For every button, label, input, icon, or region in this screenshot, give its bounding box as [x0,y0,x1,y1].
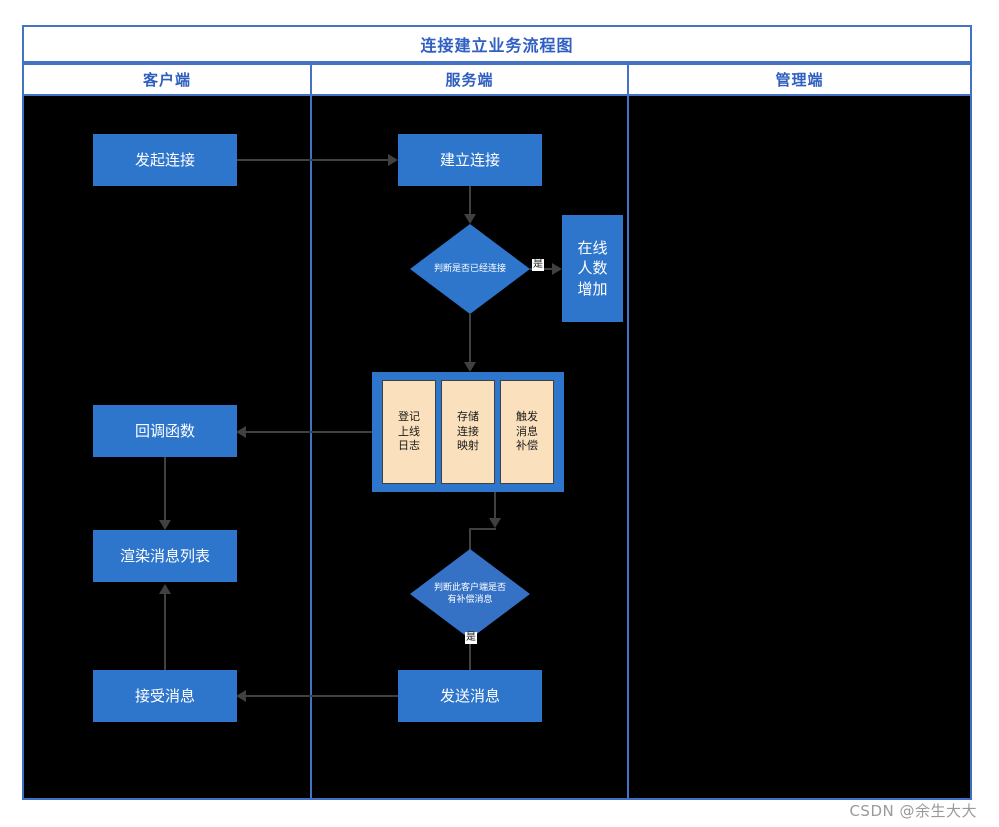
lane-divider-server-admin [627,96,629,798]
connector-callback-to-render [164,457,166,522]
connector-establish-to-decision1 [469,186,471,216]
edge-label-yes-compensation: 是 [465,632,477,644]
connector-receive-to-render [164,592,166,670]
subtask-trigger-compensation-label: 触发 消息 补偿 [516,409,538,453]
node-initiate-connection[interactable]: 发起连接 [93,134,237,186]
node-render-message-list[interactable]: 渲染消息列表 [93,530,237,582]
node-online-count-increase[interactable]: 在线 人数 增加 [562,215,623,322]
node-decide-already-connected[interactable]: 判断是否已经连接 [410,224,530,314]
watermark: CSDN @余生大大 [849,802,977,820]
arrowhead-decision1-to-online-count [552,263,562,275]
lane-header-client-label: 客户端 [142,71,191,89]
connector-initiate-to-establish [237,159,388,161]
arrowhead-group-to-callback [236,426,246,438]
connector-decision1-to-group [469,314,471,364]
connector-group-to-decision2 [494,492,496,520]
diagram-title-band: 连接建立业务流程图 [22,25,972,63]
node-callback-function-label: 回调函数 [134,421,195,440]
connector-decision2-feed-v [469,528,471,550]
node-receive-message[interactable]: 接受消息 [93,670,237,722]
page-title: 连接建立业务流程图 [420,36,574,55]
lane-header-band: 客户端 服务端 管理端 [22,63,972,96]
lane-header-client: 客户端 [22,63,312,96]
node-render-message-list-label: 渲染消息列表 [119,546,210,565]
subtask-trigger-compensation[interactable]: 触发 消息 补偿 [500,380,554,484]
subtask-log-online[interactable]: 登记 上线 日志 [382,380,436,484]
node-receive-message-label: 接受消息 [134,686,195,705]
connector-send-to-receive [246,695,398,697]
arrowhead-establish-to-decision1 [464,214,476,224]
group-connection-tasks: 登记 上线 日志 存储 连接 映射 触发 消息 补偿 [372,372,564,492]
edge-label-yes-connected-text: 是 [533,259,543,270]
edge-label-yes-connected: 是 [532,259,544,271]
node-initiate-connection-label: 发起连接 [134,150,195,169]
arrowhead-group-to-decision2 [489,518,501,528]
lane-divider-client-server [310,96,312,798]
lane-header-admin: 管理端 [627,63,972,96]
arrowhead-receive-to-render [159,584,171,594]
node-send-message[interactable]: 发送消息 [398,670,542,722]
node-decide-has-compensation[interactable]: 判断此客户端是否 有补偿消息 [410,549,530,639]
lane-header-server-label: 服务端 [445,71,494,89]
arrowhead-send-to-receive [236,690,246,702]
arrowhead-callback-to-render [159,520,171,530]
subtask-store-mapping[interactable]: 存储 连接 映射 [441,380,495,484]
node-callback-function[interactable]: 回调函数 [93,405,237,457]
arrowhead-decision1-to-group [464,362,476,372]
edge-label-yes-compensation-text: 是 [466,632,476,643]
node-establish-connection-label: 建立连接 [439,150,500,169]
node-establish-connection[interactable]: 建立连接 [398,134,542,186]
connector-group-to-callback [246,431,372,433]
diamond-shape-has-compensation [410,549,530,639]
node-send-message-label: 发送消息 [439,686,500,705]
arrowhead-initiate-to-establish [388,154,398,166]
subtask-store-mapping-label: 存储 连接 映射 [457,409,479,453]
lane-header-server: 服务端 [310,63,629,96]
diamond-shape-already-connected [410,224,530,314]
connector-decision2-to-send [469,639,471,681]
diagram-canvas: 发起连接 建立连接 判断是否已经连接 是 在线 人数 增加 [24,96,970,798]
connector-decision2-feed-h [469,528,496,530]
lane-header-admin-label: 管理端 [775,71,824,89]
subtask-log-online-label: 登记 上线 日志 [398,409,420,453]
node-online-count-increase-label: 在线 人数 增加 [577,239,608,298]
